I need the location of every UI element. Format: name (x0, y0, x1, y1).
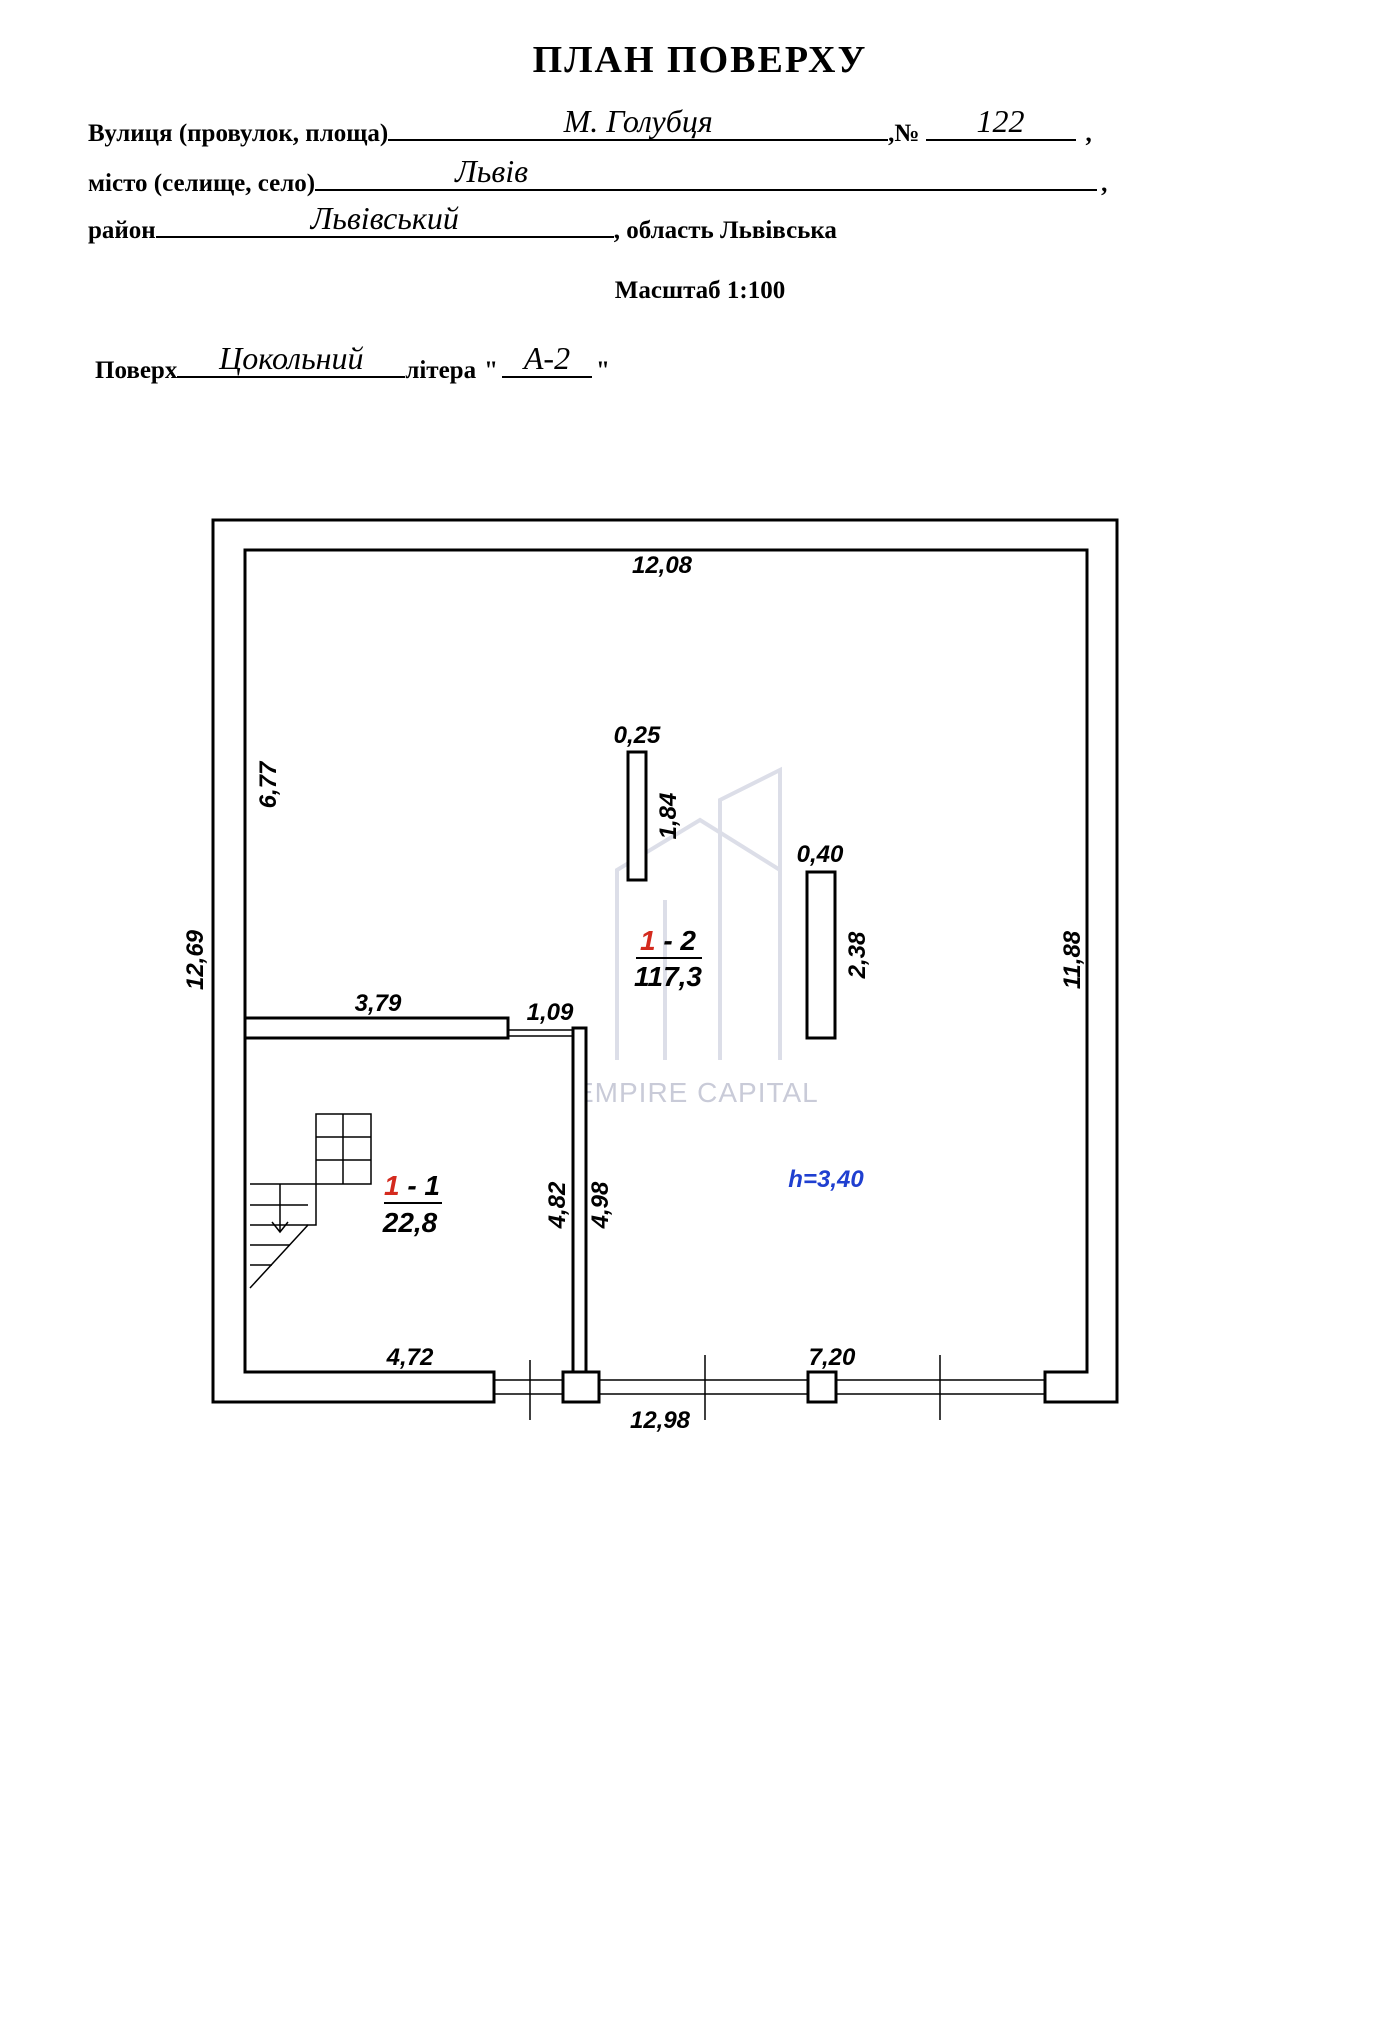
svg-text:1 - 1: 1 - 1 (384, 1170, 440, 1201)
room-label-1-2: 1 - 2 117,3 (634, 925, 702, 992)
ceiling-height: h=3,40 (788, 1166, 864, 1193)
street-blank: М. Голубця (388, 105, 889, 141)
room-1-suffix: - 1 (400, 1170, 440, 1201)
dim-left-upper: 6,77 (255, 760, 282, 808)
number-value: 122 (976, 103, 1025, 139)
letter-label: літера (405, 357, 477, 384)
dim-opening: 1,09 (527, 999, 574, 1026)
city-blank: Львів (315, 155, 1098, 191)
street-value: М. Голубця (563, 103, 713, 139)
dim-pillar2-length: 2,38 (844, 931, 871, 979)
district-value: Львівський (310, 200, 459, 236)
room-1-number: 1 (384, 1170, 400, 1201)
district-label: район (88, 217, 156, 244)
dim-partition-length: 3,79 (355, 990, 402, 1017)
floor-label: Поверх (95, 357, 178, 384)
floor-value: Цокольний (219, 340, 364, 376)
document-title: ПЛАН ПОВЕРХУ (532, 39, 868, 81)
room-2-number: 1 (640, 925, 656, 956)
dim-room1-bottom: 4,72 (386, 1344, 434, 1371)
bottom-pier-middle (806, 1370, 838, 1404)
district-blank: Львівський (155, 202, 614, 238)
floor-blank: Цокольний (177, 342, 406, 378)
partition-horizontal (243, 1016, 510, 1040)
letter-value: А-2 (523, 340, 571, 376)
dim-pillar2-width: 0,40 (797, 841, 844, 868)
column-small (626, 750, 648, 882)
region-text: , область Львівська (613, 217, 837, 244)
room-2-suffix: - 2 (656, 925, 697, 956)
bottom-pier-left (561, 1370, 601, 1404)
watermark-text: EMPIRE CAPITAL (575, 1077, 819, 1108)
city-comma: , (1101, 170, 1108, 197)
partition-vertical (571, 1026, 588, 1374)
quote-open: " (484, 357, 498, 384)
dim-top-inner: 12,08 (632, 552, 693, 579)
dim-left-outer: 12,69 (182, 929, 209, 990)
city-row: місто (селище, село) Львів, (88, 155, 1108, 198)
svg-text:1 - 2: 1 - 2 (640, 925, 696, 956)
dim-bottom-outer: 12,98 (630, 1407, 691, 1434)
dim-room2-bottom: 7,20 (809, 1344, 856, 1371)
street-row: Вулиця (провулок, площа) М. Голубця ,№ 122, (88, 105, 1092, 148)
quote-close: " (595, 357, 610, 384)
street-label: Вулиця (провулок, площа) (88, 120, 389, 147)
dim-room2-left: 4,98 (587, 1181, 614, 1229)
dim-pillar1-width: 0,25 (614, 722, 661, 749)
room-2-area: 117,3 (634, 961, 702, 992)
number-label: ,№ (888, 120, 920, 147)
scale-label: Масштаб 1:100 (614, 277, 786, 304)
outer-walls (211, 518, 1119, 1404)
district-row: район Львівський , область Львівська (88, 202, 837, 245)
room-1-area: 22,8 (382, 1207, 438, 1238)
staircase (249, 1113, 372, 1289)
city-label: місто (селище, село) (88, 170, 316, 197)
street-comma: , (1085, 120, 1092, 147)
opening-marks (494, 1029, 1045, 1420)
letter-blank: А-2 (501, 342, 592, 378)
dim-right-inner: 11,88 (1059, 930, 1086, 989)
city-value: Львів (455, 153, 528, 189)
dim-room1-right: 4,82 (544, 1181, 571, 1229)
column-large (805, 870, 837, 1040)
number-blank: 122 (925, 105, 1076, 141)
floor-row: Поверх Цокольний літера " А-2 " (95, 342, 610, 385)
room-label-1-1: 1 - 1 22,8 (382, 1170, 442, 1238)
watermark-logo (615, 766, 782, 1060)
dim-pillar1-length: 1,84 (655, 793, 682, 840)
